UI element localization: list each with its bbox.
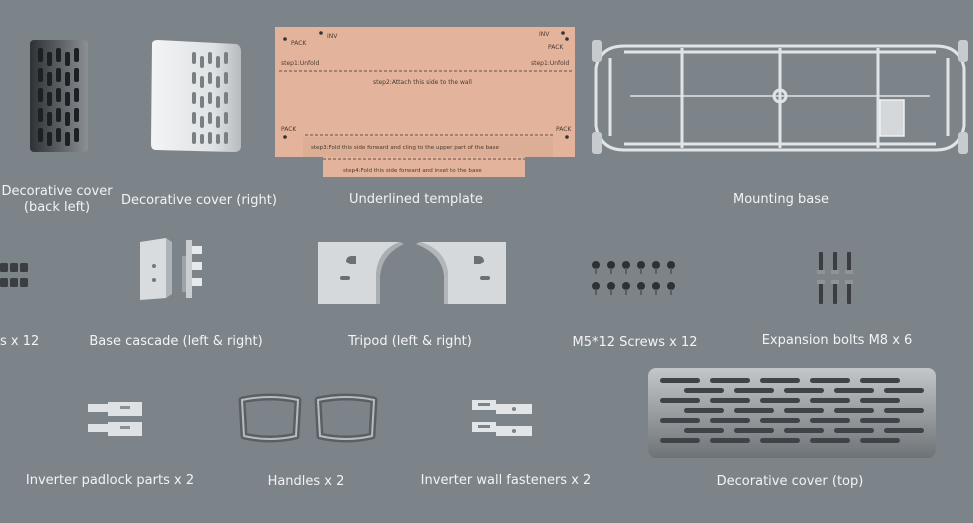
inverter-wall-fasteners-image (470, 396, 534, 438)
label-underlined-template: Underlined template (349, 192, 483, 207)
m5-screws-image (590, 260, 680, 298)
decorative-cover-right-image (148, 38, 243, 154)
template-pack-mid-right: PACK (556, 126, 572, 133)
handles-image (234, 392, 382, 444)
underlined-template-image: PACK INV INV PACK step1:Unfold step1:Unf… (273, 27, 578, 179)
template-step3: step3:Fold this side forward and cling t… (311, 145, 499, 151)
inverter-padlock-image (86, 398, 146, 440)
label-mounting-base: Mounting base (733, 192, 829, 207)
tripod-image (316, 240, 508, 306)
label-tripod: Tripod (left & right) (348, 334, 472, 349)
template-step1-left: step1:Unfold (281, 60, 319, 67)
template-inv-right: INV (539, 31, 550, 38)
label-decorative-cover-top: Decorative cover (top) (716, 474, 864, 489)
template-pack-right: PACK (548, 44, 564, 51)
decorative-cover-back-left-image (28, 38, 90, 156)
label-handles: Handles x 2 (267, 474, 345, 489)
template-step2: step2:Attach this side to the wall (373, 79, 472, 86)
screws-partial-image (0, 262, 32, 292)
label-expansion-bolts: Expansion bolts M8 x 6 (761, 333, 913, 348)
mounting-base-image (590, 38, 970, 156)
label-inverter-wall-fasteners: Inverter wall fasteners x 2 (420, 473, 592, 488)
base-cascade-image (136, 236, 208, 302)
template-inv-left: INV (327, 33, 338, 40)
label-inverter-padlock: Inverter padlock parts x 2 (25, 473, 195, 488)
label-decorative-cover-back-left: Decorative cover (back left) (1, 184, 113, 215)
template-step1-right: step1:Unfold (531, 60, 569, 67)
label-decorative-cover-right: Decorative cover (right) (121, 193, 277, 208)
template-pack-left: PACK (291, 40, 307, 47)
expansion-bolts-image (814, 250, 858, 308)
label-m5-screws: M5*12 Screws x 12 (572, 335, 698, 350)
template-pack-mid-left: PACK (281, 126, 297, 133)
label-base-cascade: Base cascade (left & right) (89, 334, 263, 349)
template-step4: step4:Fold this side forward and inset t… (343, 168, 482, 174)
label-screws-partial: s x 12 (0, 334, 40, 349)
decorative-cover-top-image (646, 366, 938, 462)
